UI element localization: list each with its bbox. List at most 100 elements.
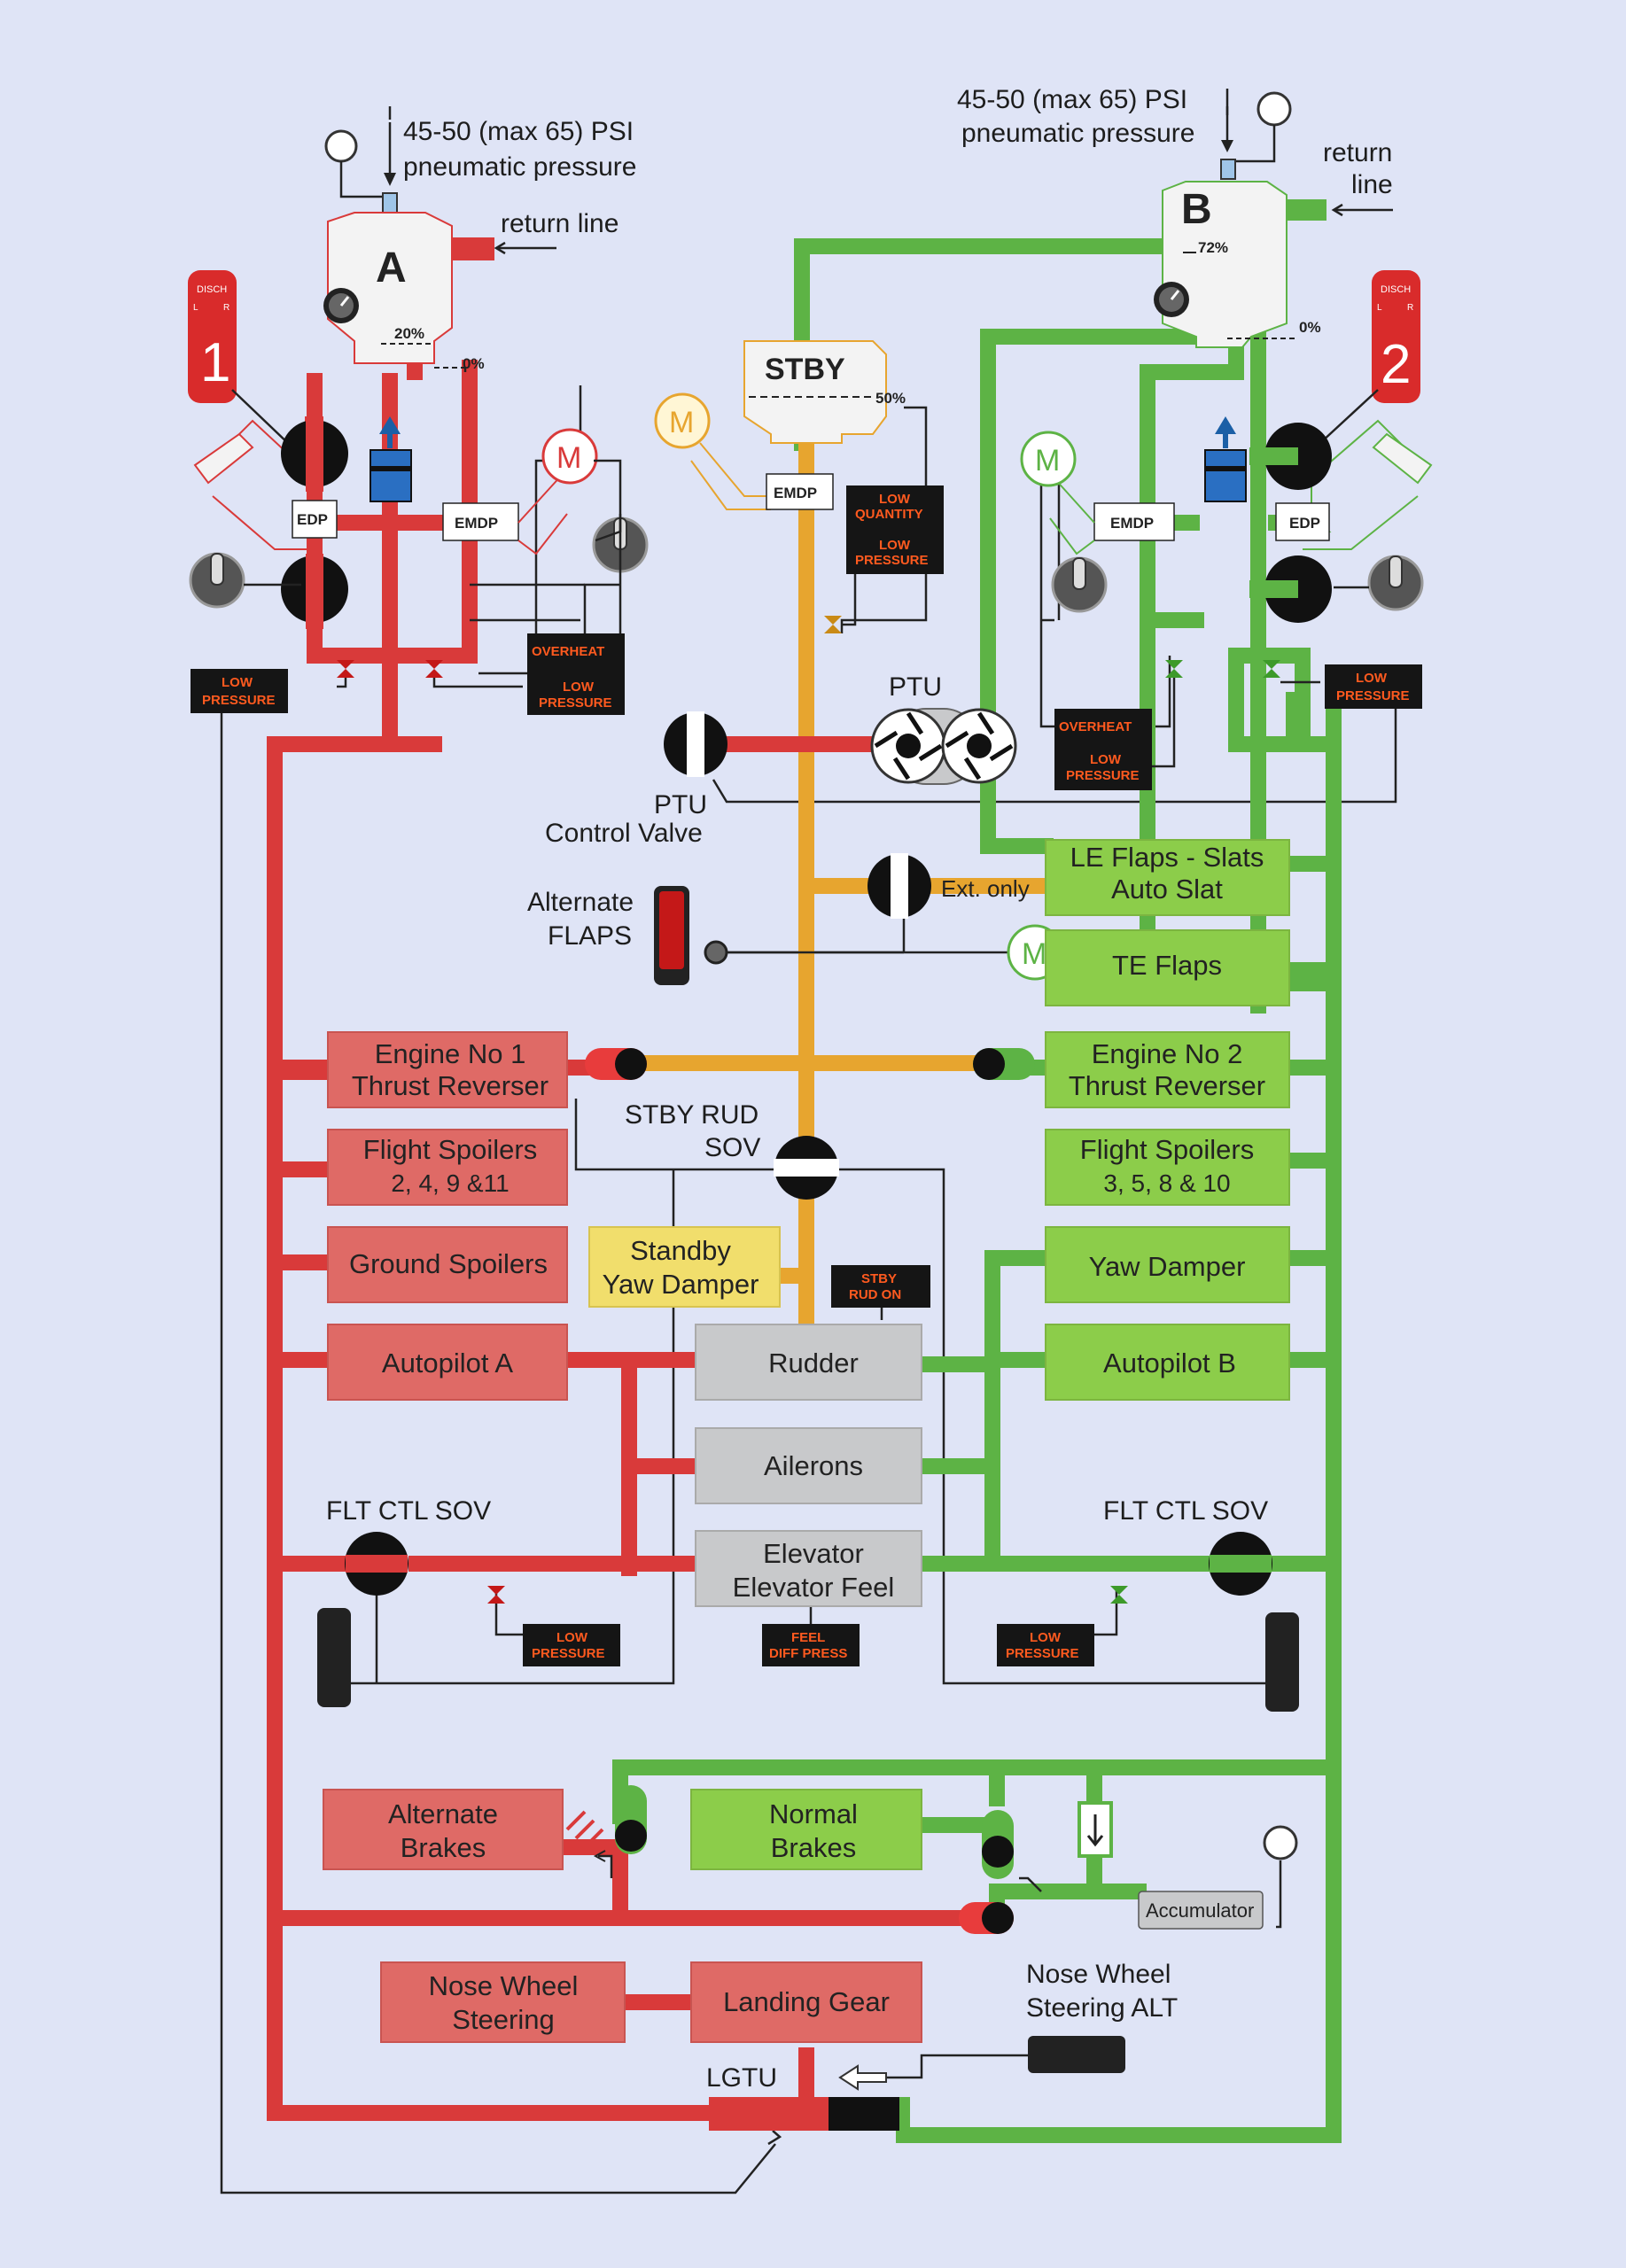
level-72-b: 72% — [1198, 239, 1228, 256]
svg-text:Engine No 2: Engine No 2 — [1092, 1038, 1243, 1069]
svg-text:R: R — [223, 303, 230, 313]
flt-ctl-switch-b[interactable] — [1265, 1612, 1299, 1712]
svg-text:DISCH: DISCH — [1381, 284, 1411, 295]
fire-switch-1[interactable] — [188, 270, 237, 403]
emdp-a-label: EMDP — [455, 515, 498, 532]
stby-title: STBY — [765, 353, 845, 386]
emdp-b-label: EMDP — [1110, 515, 1154, 532]
alarm-stby-rud-on — [831, 1265, 930, 1308]
svg-text:M: M — [669, 406, 694, 439]
svg-text:STBY: STBY — [861, 1271, 897, 1286]
svg-text:QUANTITY: QUANTITY — [855, 507, 923, 522]
svg-text:3, 5, 8 & 10: 3, 5, 8 & 10 — [1103, 1169, 1230, 1197]
ailerons-box: Ailerons — [695, 1427, 922, 1504]
alarm-low-pressure-eng2 — [1325, 664, 1422, 709]
svg-text:Rudder: Rudder — [768, 1348, 859, 1379]
svg-text:PRESSURE: PRESSURE — [532, 1646, 605, 1661]
ptu-valve-label-2: Control Valve — [545, 819, 703, 848]
svg-text:2: 2 — [1381, 334, 1411, 395]
elevator-box: Elevator Elevator Feel — [695, 1530, 922, 1607]
te-flaps-box: TE Flaps — [1045, 929, 1290, 1006]
svg-text:DISCH: DISCH — [197, 284, 227, 295]
alt-flaps-label-2: FLAPS — [548, 921, 632, 951]
motor-a-icon — [541, 428, 598, 485]
svg-text:L: L — [1377, 303, 1382, 313]
landing-gear-box: Landing Gear — [690, 1961, 922, 2043]
autopilot-b-box: Autopilot B — [1045, 1324, 1290, 1401]
svg-text:LOW: LOW — [879, 538, 911, 553]
reservoir-b-letter: B — [1181, 186, 1212, 233]
le-flaps-box: LE Flaps - Slats Auto Slat — [1045, 839, 1290, 916]
motor-b-icon — [1020, 431, 1077, 487]
level-50-stby: 50% — [875, 390, 906, 407]
svg-text:M: M — [556, 441, 581, 475]
svg-text:L: L — [193, 303, 198, 313]
svg-text:Brakes: Brakes — [771, 1832, 856, 1863]
ptu-area: PTU Control Valve PTU Ext. only Alternat… — [527, 672, 1063, 1308]
svg-text:Elevator: Elevator — [763, 1538, 864, 1569]
fire-switch-2[interactable] — [1372, 270, 1420, 403]
ptu-valve-label-1: PTU — [654, 790, 707, 819]
svg-text:Nose Wheel: Nose Wheel — [429, 1970, 579, 2001]
return-line-a: return line — [501, 209, 619, 238]
level-20-a: 20% — [394, 325, 424, 342]
edp-a-label: EDP — [297, 511, 328, 528]
nose-wheel-steering-box: Nose Wheel Steering — [380, 1961, 626, 2043]
svg-text:DIFF PRESS: DIFF PRESS — [769, 1646, 847, 1661]
svg-text:Auto Slat: Auto Slat — [1111, 874, 1223, 905]
check-valves: FLT CTL SOV FLT CTL SOV LOW PRESSURE LOW… — [317, 1048, 1299, 2131]
svg-text:PRESSURE: PRESSURE — [1336, 688, 1410, 703]
svg-text:PRESSURE: PRESSURE — [539, 695, 612, 711]
svg-text:Elevator Feel: Elevator Feel — [733, 1572, 895, 1603]
pressure-note-a-1: 45-50 (max 65) PSI — [403, 117, 634, 146]
svg-text:Yaw Damper: Yaw Damper — [1089, 1251, 1246, 1282]
gauge-icon — [1263, 1825, 1298, 1860]
ground-spoilers-box: Ground Spoilers — [327, 1226, 568, 1303]
svg-text:LOW: LOW — [1090, 752, 1122, 767]
reservoir-a: 45-50 (max 65) PSI pneumatic pressure A … — [188, 117, 649, 715]
ext-only-label: Ext. only — [941, 875, 1030, 902]
svg-text:PRESSURE: PRESSURE — [855, 553, 929, 568]
svg-text:Autopilot A: Autopilot A — [382, 1348, 514, 1379]
svg-text:TE Flaps: TE Flaps — [1112, 950, 1222, 981]
svg-text:Thrust Reverser: Thrust Reverser — [352, 1070, 548, 1101]
svg-text:RUD ON: RUD ON — [849, 1287, 901, 1302]
pressure-note-a-2: pneumatic pressure — [403, 152, 636, 182]
level-0-a: 0% — [463, 355, 485, 372]
emdp-stby-label: EMDP — [774, 485, 817, 501]
pressure-note-b-1: 45-50 (max 65) PSI — [957, 85, 1187, 114]
stby-rud-sov-label-2: SOV — [704, 1133, 760, 1162]
nose-wheel-steering-alt-switch[interactable] — [1028, 2036, 1125, 2073]
flt-ctl-sov-b-label: FLT CTL SOV — [1103, 1496, 1268, 1526]
motor-stby-icon — [654, 392, 711, 449]
svg-text:R: R — [1407, 303, 1413, 313]
component-boxes: LE Flaps - Slats Auto Slat TE Flaps Engi… — [323, 839, 1290, 2043]
alt-flaps-knob-icon[interactable] — [704, 940, 728, 965]
svg-text:Normal: Normal — [769, 1798, 858, 1829]
svg-text:LOW: LOW — [222, 675, 253, 690]
flight-spoilers-a-box: Flight Spoilers 2, 4, 9 &11 — [327, 1129, 568, 1206]
svg-text:Engine No 1: Engine No 1 — [375, 1038, 526, 1069]
pressure-note-b-2: pneumatic pressure — [961, 119, 1194, 148]
flt-ctl-switch-a[interactable] — [317, 1608, 351, 1707]
rudder-box: Rudder — [695, 1324, 922, 1401]
nws-alt-label-1: Nose Wheel — [1026, 1960, 1171, 1989]
reservoir-b: 45-50 (max 65) PSI pneumatic pressure B … — [957, 85, 1433, 790]
svg-text:LOW: LOW — [1030, 1630, 1062, 1645]
alternate-brakes-box: Alternate Brakes — [323, 1789, 564, 1870]
standby-reservoir: STBY 50% M EMDP LOW QUANTITY LOW PRESSUR… — [654, 340, 944, 633]
edp-b-label: EDP — [1289, 515, 1320, 532]
alarm-low-pressure-fltctl-a — [523, 1624, 620, 1666]
svg-text:PRESSURE: PRESSURE — [1066, 768, 1140, 783]
yaw-damper-box: Yaw Damper — [1045, 1226, 1290, 1303]
svg-text:Flight Spoilers: Flight Spoilers — [363, 1134, 537, 1165]
engine1-thrust-reverser-box: Engine No 1 Thrust Reverser — [327, 1031, 568, 1108]
lgtu-label: LGTU — [706, 2063, 777, 2093]
svg-text:LOW: LOW — [563, 680, 595, 695]
svg-text:Yaw Damper: Yaw Damper — [603, 1269, 759, 1300]
flight-spoilers-b-box: Flight Spoilers 3, 5, 8 & 10 — [1045, 1129, 1290, 1206]
normal-brakes-box: Normal Brakes — [690, 1789, 922, 1870]
svg-text:LE Flaps - Slats: LE Flaps - Slats — [1070, 842, 1264, 873]
level-0-b: 0% — [1299, 319, 1321, 336]
